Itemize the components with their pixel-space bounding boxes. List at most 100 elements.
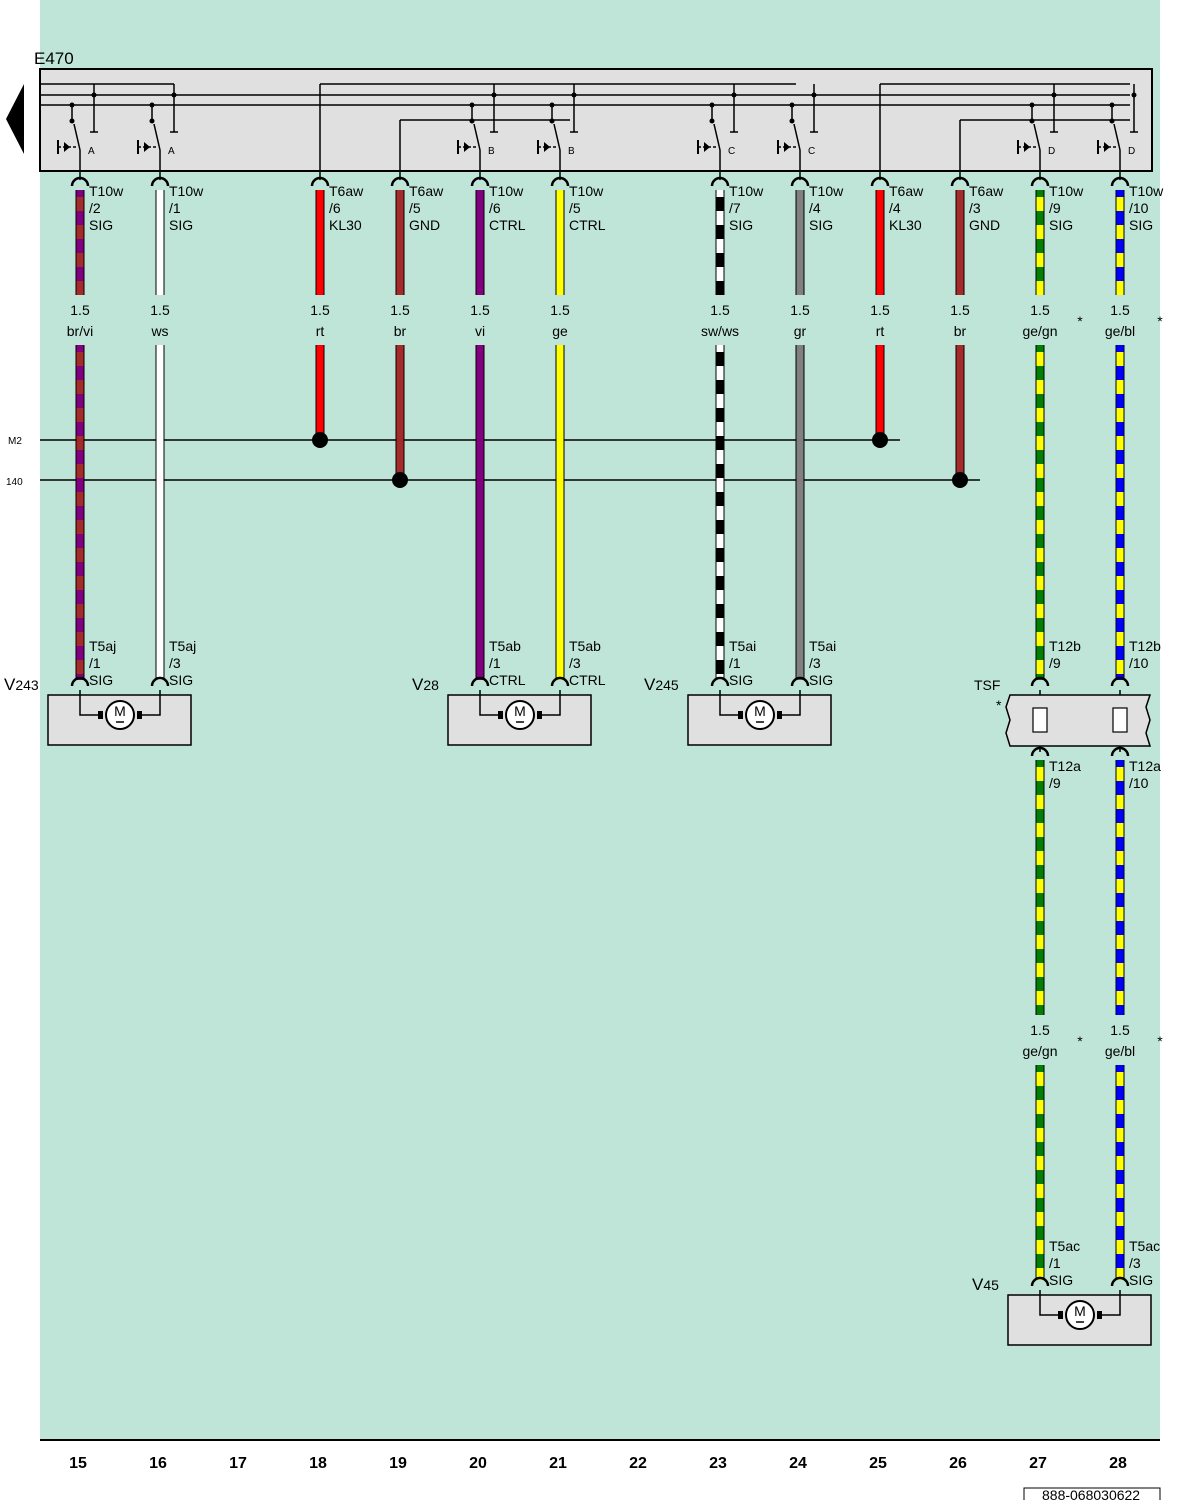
wire-color-code: rt bbox=[876, 323, 885, 339]
junction-dot bbox=[1109, 102, 1115, 108]
wire-color-code: ge/gn bbox=[1022, 323, 1057, 339]
wire-size: 1.5 bbox=[470, 302, 490, 318]
pin-label: /9 bbox=[1049, 775, 1061, 791]
optional-asterisk: * bbox=[1077, 313, 1083, 329]
switch-blade-icon bbox=[473, 123, 481, 151]
junction-dot bbox=[1029, 102, 1035, 108]
pin-label: T10w bbox=[1049, 183, 1084, 199]
pin-label: SIG bbox=[809, 217, 833, 233]
pin-label: KL30 bbox=[889, 217, 922, 233]
pin-label: /1 bbox=[1049, 1255, 1061, 1271]
connector-icon bbox=[1030, 1276, 1050, 1287]
actuator-arrow-icon bbox=[64, 142, 70, 152]
motor-brush-icon bbox=[537, 711, 542, 719]
switch-blade-icon bbox=[793, 123, 801, 151]
connector-icon bbox=[70, 176, 90, 187]
motor-brush-icon bbox=[498, 711, 503, 719]
junction-dot bbox=[709, 102, 715, 108]
actuator-arrow-icon bbox=[544, 142, 550, 152]
pin-label: SIG bbox=[1129, 217, 1153, 233]
pin-label: T12a bbox=[1129, 758, 1161, 774]
motor-brush-icon bbox=[137, 711, 142, 719]
busbar-junction-dot bbox=[952, 472, 968, 488]
connector-icon bbox=[710, 176, 730, 187]
wire-size: 1.5 bbox=[1110, 302, 1130, 318]
junction-dot bbox=[69, 102, 75, 108]
connector-icon bbox=[550, 676, 570, 687]
pin-label: T10w bbox=[1129, 183, 1164, 199]
actuator-arrow-icon bbox=[704, 142, 710, 152]
wire-size: 1.5 bbox=[310, 302, 330, 318]
motor-lead bbox=[778, 690, 801, 716]
actuator-arrow-icon bbox=[1104, 142, 1110, 152]
pin-label: T5ab bbox=[569, 638, 601, 654]
motor-brush-icon bbox=[98, 711, 103, 719]
pin-label: /9 bbox=[1049, 200, 1061, 216]
motor-circle-icon bbox=[1065, 1300, 1095, 1330]
wire-size: 1.5 bbox=[390, 302, 410, 318]
switch-blade-icon bbox=[553, 123, 561, 151]
pin-label: T5ac bbox=[1129, 1238, 1160, 1254]
motor-symbol: M bbox=[1074, 1303, 1086, 1319]
pin-label: /9 bbox=[1049, 655, 1061, 671]
connector-icon bbox=[470, 676, 490, 687]
pin-label: /1 bbox=[729, 655, 741, 671]
wire-color-code: ge/bl bbox=[1105, 323, 1135, 339]
wire-color-code: ws bbox=[150, 323, 168, 339]
pin-label: SIG bbox=[89, 672, 113, 688]
wire-color-code: sw/ws bbox=[701, 323, 739, 339]
column-number: 28 bbox=[1109, 1455, 1127, 1472]
connector-icon bbox=[1110, 676, 1130, 687]
pin-label: T10w bbox=[489, 183, 524, 199]
optional-asterisk: * bbox=[996, 697, 1002, 713]
switch-letter: B bbox=[568, 146, 575, 157]
motor-lead bbox=[538, 690, 561, 716]
doc-number: 888-068030622 bbox=[1042, 1487, 1140, 1500]
junction-dot bbox=[469, 102, 475, 108]
pin-label: /5 bbox=[409, 200, 421, 216]
switch-blade-icon bbox=[713, 123, 721, 151]
switch-blade-icon bbox=[73, 123, 81, 151]
motor-symbol: M bbox=[114, 703, 126, 719]
pin-label: /7 bbox=[729, 200, 741, 216]
motor-symbol: M bbox=[754, 703, 766, 719]
pin-label: KL30 bbox=[329, 217, 362, 233]
pin-label: T5ab bbox=[489, 638, 521, 654]
component-id: TSF bbox=[974, 677, 1000, 693]
column-number: 19 bbox=[389, 1455, 407, 1472]
switch-letter: C bbox=[808, 146, 815, 157]
junction-dot bbox=[149, 102, 155, 108]
wire-size: 1.5 bbox=[1030, 302, 1050, 318]
switch-blade-icon bbox=[1113, 123, 1121, 151]
wire-color-code: vi bbox=[475, 323, 485, 339]
motor-lead bbox=[719, 690, 742, 716]
busbar-junction-dot bbox=[392, 472, 408, 488]
column-number: 16 bbox=[149, 1455, 167, 1472]
pin-label: T10w bbox=[169, 183, 204, 199]
pin-label: /4 bbox=[809, 200, 821, 216]
motor-brush-icon bbox=[1058, 1311, 1063, 1319]
pin-label: SIG bbox=[169, 217, 193, 233]
optional-asterisk: * bbox=[1157, 1033, 1163, 1049]
switch-blade-icon bbox=[153, 123, 161, 151]
component-tsf: TSF * bbox=[974, 677, 1152, 747]
wire-color-code: ge bbox=[552, 323, 568, 339]
busbar-m2-label: M2 bbox=[8, 436, 22, 447]
actuator-arrow-icon bbox=[464, 142, 470, 152]
motor-lead bbox=[1098, 1290, 1121, 1316]
connector-icon bbox=[550, 176, 570, 187]
connector-icon bbox=[870, 176, 890, 187]
motor-lead bbox=[79, 690, 102, 716]
junction-dot bbox=[789, 102, 795, 108]
motor-brush-icon bbox=[777, 711, 782, 719]
pin-label: T6aw bbox=[889, 183, 924, 199]
motor-circle-icon bbox=[745, 700, 775, 730]
wire-size: 1.5 bbox=[70, 302, 90, 318]
column-number: 20 bbox=[469, 1455, 487, 1472]
motor-brush-icon bbox=[738, 711, 743, 719]
pin-label: /3 bbox=[809, 655, 821, 671]
wire-size: 1.5 bbox=[950, 302, 970, 318]
pin-label: CTRL bbox=[489, 672, 526, 688]
